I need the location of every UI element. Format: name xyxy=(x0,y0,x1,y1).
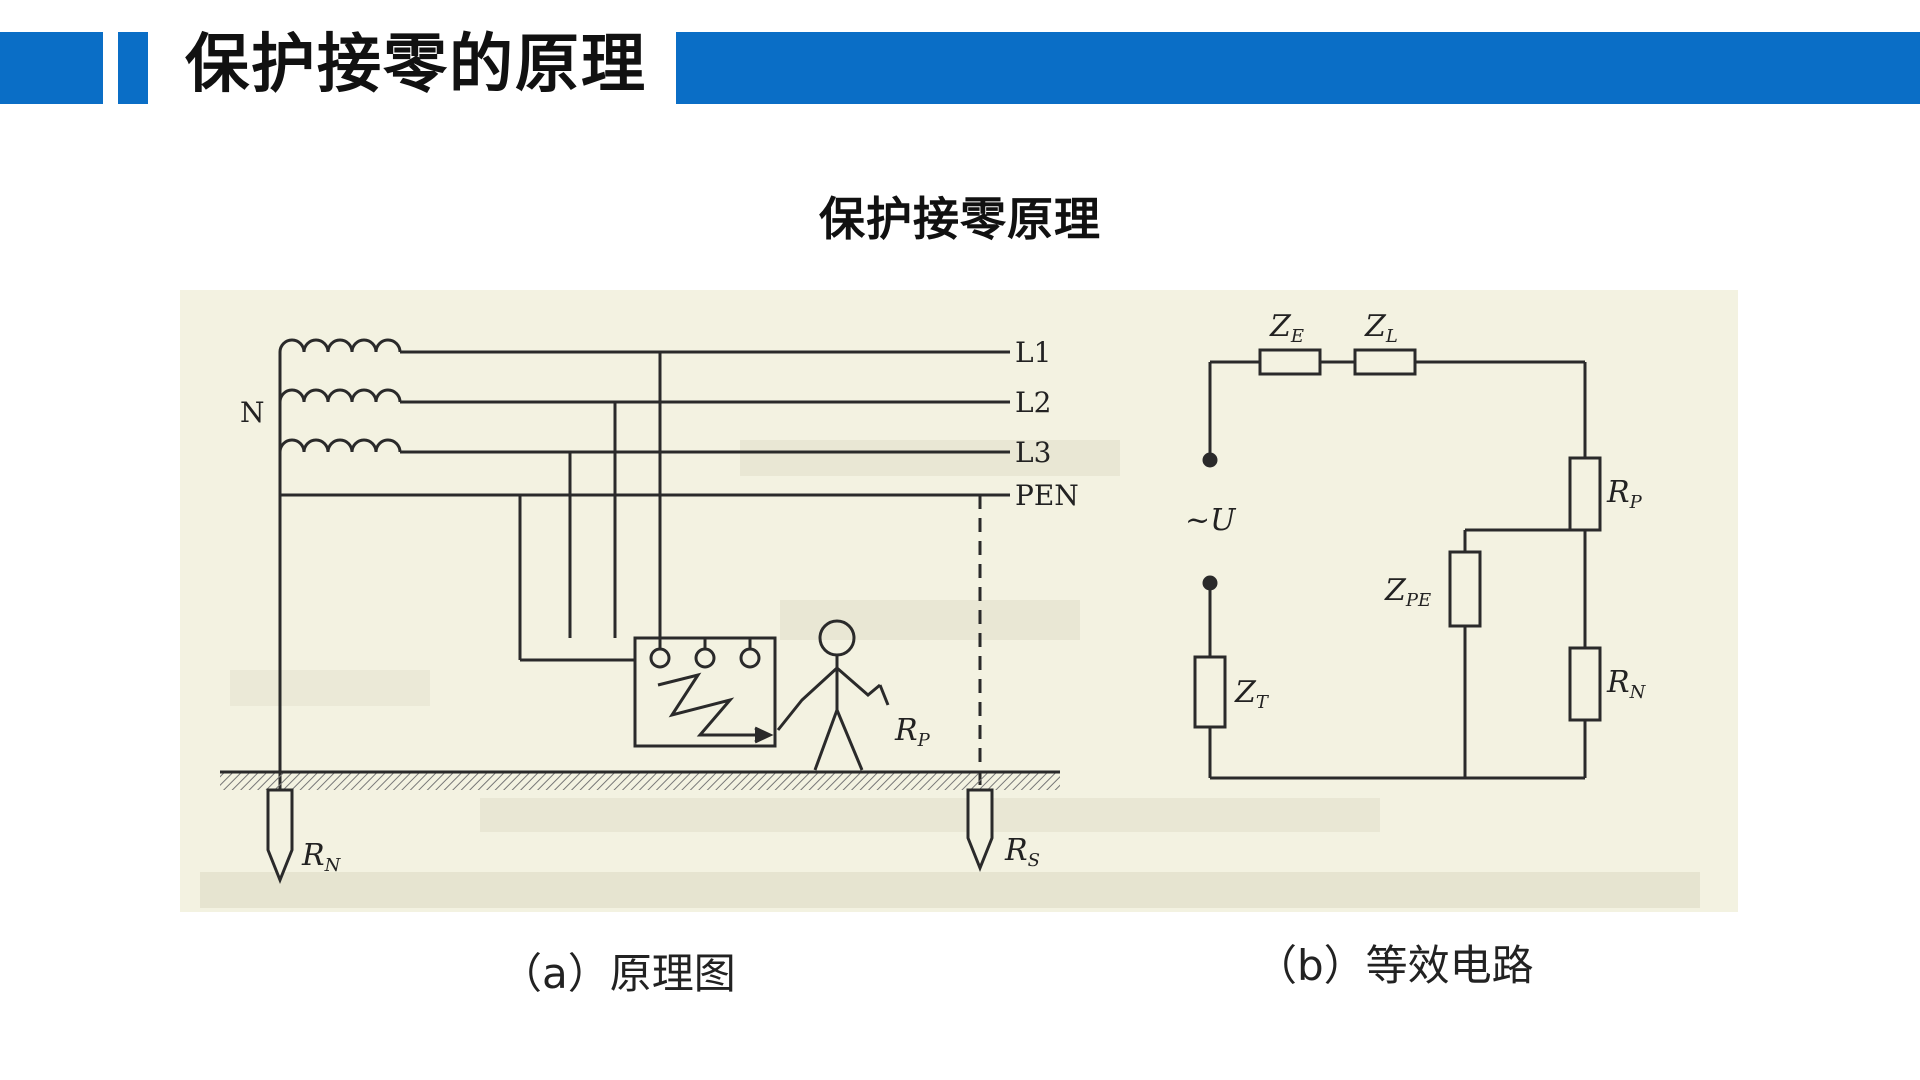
ground-strip xyxy=(220,772,1060,790)
schematic-a xyxy=(278,338,1010,795)
label-zpe: ZPE xyxy=(1384,573,1431,611)
label-rp-b: RP xyxy=(1606,475,1643,513)
page-title: 保护接零的原理 xyxy=(185,28,647,102)
circuit-figure: L1 L2 L3 PEN N RP RN RS xyxy=(180,290,1738,912)
caption-b: （b）等效电路 xyxy=(1255,941,1534,990)
label-source-u: ~U xyxy=(1185,503,1237,538)
scan-bleed-through xyxy=(200,440,1700,908)
ground-electrode-rn xyxy=(266,788,294,885)
figure-title: 保护接零原理 xyxy=(819,192,1101,246)
label-pen: PEN xyxy=(1015,479,1079,512)
ground-electrode-rs xyxy=(966,788,994,873)
label-l3: L3 xyxy=(1015,436,1051,469)
label-l1: L1 xyxy=(1015,336,1051,369)
caption-a: （a）原理图 xyxy=(500,949,736,998)
header-block-left xyxy=(0,32,103,104)
label-n: N xyxy=(240,396,265,429)
header-block-small xyxy=(118,32,148,104)
label-rp-a: RP xyxy=(894,713,931,751)
label-rn-a: RN xyxy=(301,838,342,876)
label-zl: ZL xyxy=(1364,309,1398,347)
header-bar-right xyxy=(676,32,1920,104)
label-zt: ZT xyxy=(1234,675,1270,713)
label-rn-b: RN xyxy=(1606,665,1647,703)
label-rs: RS xyxy=(1004,833,1040,871)
label-l2: L2 xyxy=(1015,386,1051,419)
transformer-coils xyxy=(278,338,402,453)
circuit-diagram-svg: L1 L2 L3 PEN N RP RN RS xyxy=(200,309,1700,908)
equivalent-circuit-b xyxy=(1193,348,1602,780)
label-ze: ZE xyxy=(1269,309,1304,347)
